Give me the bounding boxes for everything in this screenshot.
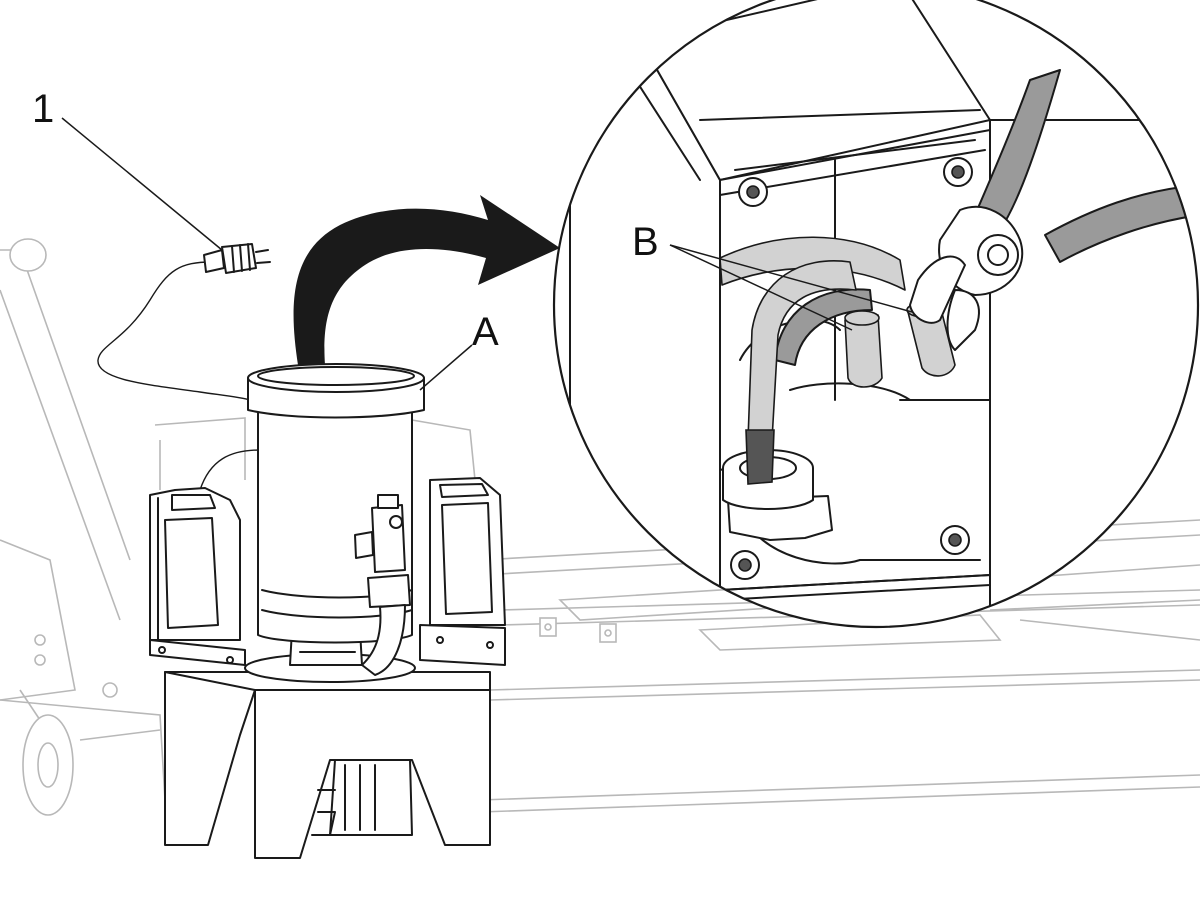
detail-circle-border [552,0,1200,629]
callout-1-label: 1 [32,87,54,131]
plug-icon [203,243,271,274]
hoses [719,236,956,485]
pump-assembly [149,363,506,859]
detail-view [552,0,1200,629]
callout-b-label: B [632,220,659,264]
screw-icon [730,550,760,580]
curved-arrow-icon [293,195,560,365]
leader-lines [61,117,913,391]
screw-icon [943,157,973,187]
base-stand [164,671,491,859]
screw-icon [738,177,768,207]
screw-icon [940,525,970,555]
hose-clamp-pliers-icon [909,69,1198,351]
power-cord [97,243,271,491]
callout-a-label: A [472,310,499,354]
